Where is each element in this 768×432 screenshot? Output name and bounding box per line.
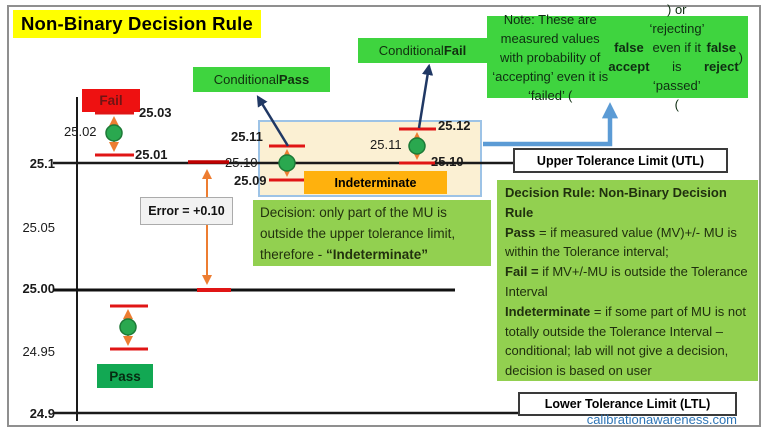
y-label-25-00: 25.00 [22,281,55,296]
outer-frame [7,5,761,427]
ltl-label-box: Lower Tolerance Limit (LTL) [518,392,737,416]
conditional-pass-label: Conditional Pass [193,67,330,92]
fail-top-value: 25.03 [139,105,172,120]
fail-bottom-value: 25.01 [135,147,168,162]
y-label-25-1: 25.1 [29,156,55,171]
conditional-fail-label: Conditional Fail [358,38,487,63]
cond-pass-mid-value: 25.10 [225,155,258,170]
fail-mid-value: 25.02 [64,124,97,139]
indeterminate-badge: Indeterminate [304,171,447,194]
y-label-25-05: 25.05 [22,220,55,235]
error-value-box: Error = +0.10 [140,197,233,225]
y-label-24-95: 24.95 [22,344,55,359]
cond-fail-bottom-value: 25.10 [431,154,464,169]
cond-pass-bottom-value: 25.09 [234,173,267,188]
website-watermark: calibrationawareness.com [586,412,737,427]
utl-label-box: Upper Tolerance Limit (UTL) [513,148,728,173]
pass-badge: Pass [97,364,153,388]
y-label-24-9: 24.9 [29,406,55,421]
page-title: Non-Binary Decision Rule [13,10,261,38]
cond-pass-top-value: 25.11 [231,129,263,144]
decision-note-callout: Decision: only part of the MU is outside… [253,200,491,266]
fail-badge: Fail [82,89,140,112]
cond-fail-top-value: 25.12 [438,118,471,133]
cond-fail-mid-value: 25.11 [370,137,402,152]
note-callout: Note: These are measured values with pro… [487,2,748,112]
